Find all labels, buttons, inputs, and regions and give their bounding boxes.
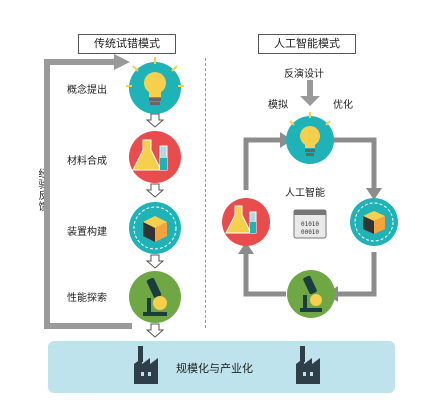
optimize-label: 优化 [333,100,353,111]
industrialization-label: 规模化与产业化 [176,362,253,375]
factory-icon-left [134,346,158,384]
feedback-loop-arrow [44,54,132,329]
factory-icon-right [296,346,320,384]
bulb-icon [126,57,184,114]
feedback-label: 经验反馈 [36,168,47,212]
code-line-2: 00010 [301,229,319,236]
microscope-icon [129,271,181,323]
ai-cube-icon [350,198,398,246]
industrialization-band [48,341,395,393]
step-label-device: 装置构建 [67,227,107,238]
inverse-design-arrow [300,80,320,106]
center-divider [205,58,206,328]
ai-flask-icon [222,198,270,246]
traditional-mode-title: 传统试错模式 [78,34,176,54]
ai-microscope-icon [287,270,335,318]
code-line-1: 01010 [301,221,319,228]
step-label-synthesis: 材料合成 [67,156,107,167]
simulate-label: 模拟 [268,100,288,111]
left-step-arrows [145,113,165,338]
inverse-design-label: 反演设计 [284,69,324,80]
ai-mode-title: 人工智能模式 [258,34,356,54]
ai-bulb-icon [286,112,334,164]
cube-icon [129,202,181,254]
step-label-concept: 概念提出 [67,85,107,96]
flask-icon [129,131,181,183]
ai-loop-arrows [243,137,377,297]
computer-code-icon: 01010 00010 [293,209,327,239]
step-label-performance: 性能探索 [67,293,107,304]
ai-center-label: 人工智能 [285,188,325,199]
